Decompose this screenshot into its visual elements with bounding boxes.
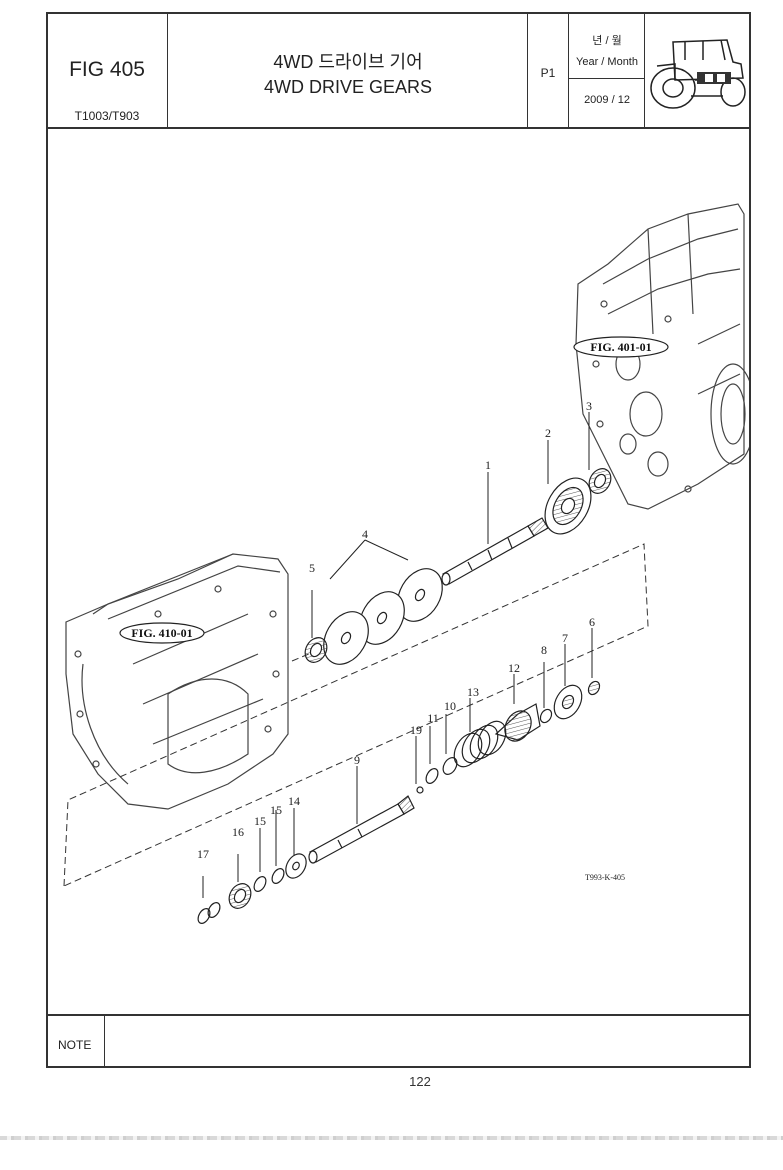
part-14-washer	[285, 853, 307, 879]
alignment-guides	[63, 543, 649, 887]
part-6-nut	[587, 680, 601, 696]
part-13-spring	[453, 720, 507, 768]
part-1-shaft	[441, 517, 549, 586]
callout-2: 2	[545, 426, 551, 440]
note-area: NOTE	[48, 1014, 749, 1068]
note-separator	[104, 1016, 105, 1068]
callout-19: 19	[410, 723, 422, 737]
callout-4: 4	[362, 527, 368, 541]
svg-text:FIG. 410-01: FIG. 410-01	[131, 626, 192, 640]
page-code: P1	[540, 66, 556, 80]
callout-15a: 15	[270, 803, 282, 817]
model-number: T1003/T903	[74, 109, 140, 123]
scan-artifact	[0, 1136, 783, 1140]
title-korean: 4WD 드라이브 기어	[273, 52, 423, 72]
page-code-cell: P1	[528, 14, 569, 127]
date-value: 2009 / 12	[584, 94, 630, 106]
page-frame: FIG 405 T1003/T903 4WD 드라이브 기어 4WD DRIVE…	[46, 12, 751, 1068]
callout-1: 1	[485, 458, 491, 472]
upper-transmission-housing	[575, 203, 749, 510]
callout-13: 13	[467, 685, 479, 699]
part-12-coupling	[494, 703, 541, 742]
fig-ref-upper: FIG. 401-01	[573, 336, 669, 358]
callout-3: 3	[586, 399, 592, 413]
part-8-ring	[539, 708, 553, 724]
fig-ref-lower: FIG. 410-01	[119, 622, 205, 644]
svg-text:FIG. 401-01: FIG. 401-01	[590, 340, 651, 354]
callout-17: 17	[197, 847, 209, 861]
callout-12: 12	[508, 661, 520, 675]
callout-5: 5	[309, 561, 315, 575]
lower-transmission-housing	[65, 553, 289, 810]
part-15-rings	[253, 868, 285, 892]
callout-6: 6	[589, 615, 595, 629]
fig-cell: FIG 405 T1003/T903	[48, 14, 168, 127]
callout-11: 11	[427, 711, 439, 725]
part-4-shims	[323, 568, 443, 665]
part-16-bearing	[228, 883, 252, 909]
callout-7: 7	[562, 631, 568, 645]
page-number: 122	[409, 1074, 431, 1089]
date-cell: 년 / 월 Year / Month 2009 / 12	[569, 14, 645, 127]
callout-labels: 1 2 3 4 5 6 7 8 9 10 11 12 13 14 15 15 1…	[197, 399, 625, 882]
fig-number: FIG 405	[69, 58, 145, 81]
title-block: FIG 405 T1003/T903 4WD 드라이브 기어 4WD DRIVE…	[48, 14, 749, 129]
tractor-cell	[645, 14, 749, 127]
part-19-pin	[416, 786, 424, 794]
callout-10: 10	[444, 699, 456, 713]
year-month-label: Year / Month	[576, 56, 638, 68]
tractor-icon	[650, 39, 746, 109]
drawing-code: T993-K-405	[585, 873, 625, 882]
part-3-bearing	[588, 468, 612, 494]
year-month-korean: 년 / 월	[592, 35, 622, 47]
note-label: NOTE	[58, 1038, 92, 1052]
callout-16: 16	[232, 825, 244, 839]
part-7-flange	[553, 684, 583, 720]
date-divider	[569, 78, 645, 79]
leader-lines	[202, 412, 593, 898]
exploded-parts-drawing: FIG. 401-01 FIG. 410-01	[63, 203, 749, 924]
callout-9: 9	[354, 753, 360, 767]
part-10-ring	[442, 757, 458, 775]
part-2-gear	[544, 477, 592, 535]
callout-15b: 15	[254, 814, 266, 828]
callout-14: 14	[288, 794, 300, 808]
callout-8: 8	[541, 643, 547, 657]
title-cell: 4WD 드라이브 기어 4WD DRIVE GEARS	[168, 14, 528, 127]
part-11-ring	[425, 768, 439, 784]
title-english: 4WD DRIVE GEARS	[263, 77, 433, 97]
part-5-bearing	[304, 637, 328, 663]
part-17-rings	[197, 902, 221, 924]
part-9-shaft	[308, 795, 415, 864]
